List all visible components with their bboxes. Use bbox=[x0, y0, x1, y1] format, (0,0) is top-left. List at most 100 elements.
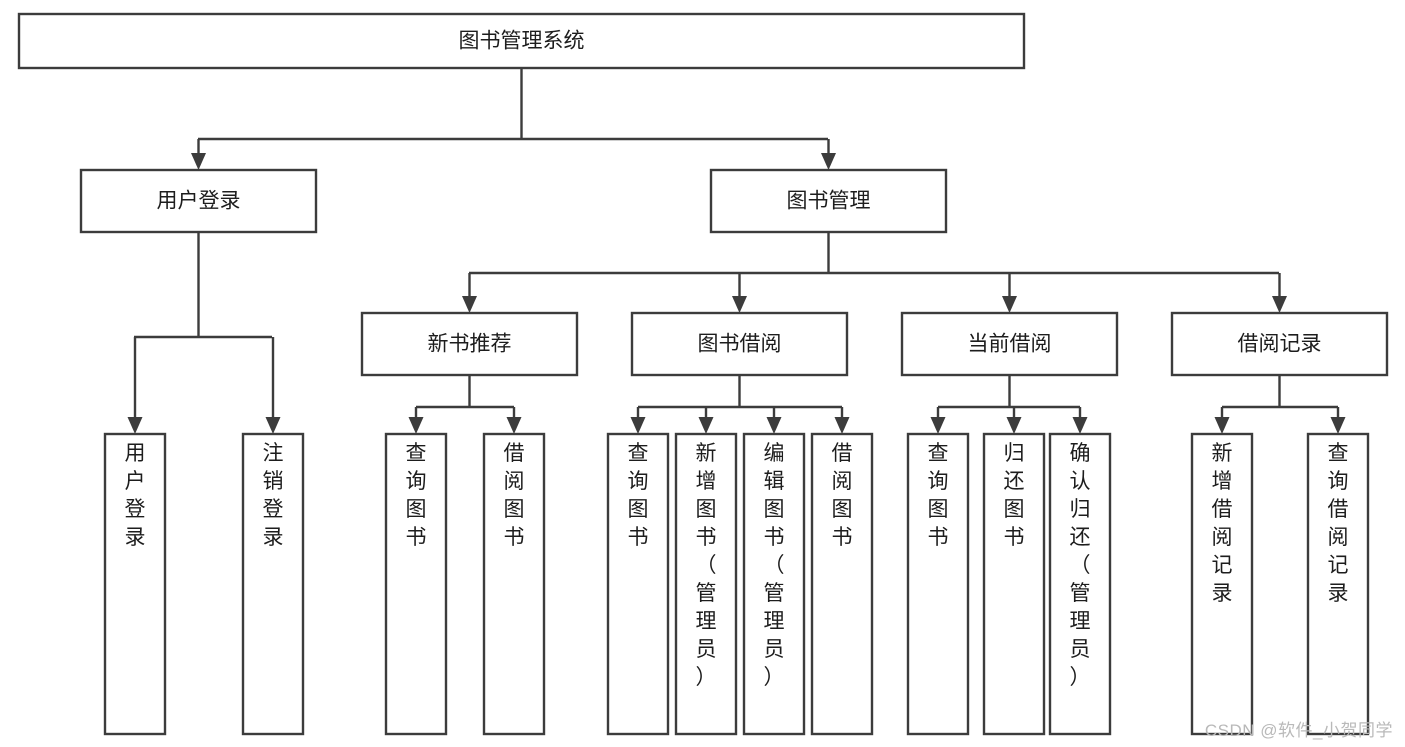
node-label-leaf-add-borrow-record: 借 bbox=[1212, 498, 1233, 521]
arrow-head-icon-leaf-return-book bbox=[1006, 417, 1022, 434]
node-label-leaf-confirm-return-admin: 员 bbox=[1070, 638, 1091, 661]
node-box-current-borrow[interactable] bbox=[900, 311, 1119, 377]
node-label-leaf-edit-book-admin: 编 bbox=[764, 442, 785, 465]
node-label-current-borrow: 当前借阅 bbox=[968, 333, 1052, 356]
node-label-leaf-query-borrow-record: 阅 bbox=[1328, 526, 1349, 549]
node-box-new-book-recommend[interactable] bbox=[360, 311, 579, 377]
node-label-new-book-recommend: 新书推荐 bbox=[428, 333, 512, 356]
node-label-leaf-return-book: 还 bbox=[1004, 470, 1025, 493]
node-label-leaf-user-logout: 录 bbox=[263, 526, 284, 549]
arrow-head-icon-leaf-add-borrow-record bbox=[1214, 417, 1230, 434]
connector-layer bbox=[127, 68, 1346, 434]
node-label-leaf-add-borrow-record: 增 bbox=[1212, 470, 1233, 493]
node-label-leaf-add-book-admin: 新 bbox=[696, 442, 717, 465]
node-box-leaf-query-borrow-record[interactable] bbox=[1306, 432, 1370, 736]
arrow-head-icon-leaf-user-login bbox=[127, 417, 143, 434]
node-label-leaf-return-book: 归 bbox=[1004, 442, 1025, 465]
node-box-leaf-user-logout[interactable] bbox=[241, 432, 305, 736]
node-label-leaf-borrow-book-rec: 借 bbox=[504, 442, 525, 465]
arrow-head-icon-book-borrow bbox=[732, 296, 747, 313]
arrow-head-icon-leaf-query-book-borrow bbox=[630, 417, 646, 434]
node-box-leaf-borrow-book[interactable] bbox=[810, 432, 874, 736]
node-box-borrow-record[interactable] bbox=[1170, 311, 1389, 377]
arrow-head-icon-borrow-record bbox=[1272, 296, 1287, 313]
node-label-leaf-borrow-book: 借 bbox=[832, 442, 853, 465]
node-label-leaf-add-book-admin: 理 bbox=[696, 610, 717, 633]
node-box-user-login[interactable] bbox=[79, 168, 318, 234]
arrow-head-icon-leaf-user-logout bbox=[265, 417, 281, 434]
node-label-leaf-confirm-return-admin: （ bbox=[1070, 554, 1091, 577]
node-label-leaf-edit-book-admin: 管 bbox=[764, 582, 785, 605]
node-label-leaf-add-book-admin: （ bbox=[696, 554, 717, 577]
node-label-leaf-add-borrow-record: 阅 bbox=[1212, 526, 1233, 549]
node-box-leaf-query-book-cur[interactable] bbox=[906, 432, 970, 736]
arrow-head-icon-leaf-borrow-book-rec bbox=[506, 417, 522, 434]
node-label-leaf-user-login: 录 bbox=[125, 526, 146, 549]
node-label-leaf-query-borrow-record: 录 bbox=[1328, 582, 1349, 605]
node-label-leaf-edit-book-admin: 图 bbox=[764, 498, 785, 521]
node-label-leaf-query-book-rec: 书 bbox=[406, 526, 427, 549]
node-box-root[interactable] bbox=[17, 12, 1026, 70]
node-box-leaf-query-book-borrow[interactable] bbox=[606, 432, 670, 736]
node-box-leaf-edit-book-admin[interactable] bbox=[742, 432, 806, 736]
node-label-leaf-query-book-cur: 图 bbox=[928, 498, 949, 521]
node-label-leaf-edit-book-admin: （ bbox=[764, 554, 785, 577]
node-label-leaf-borrow-book: 书 bbox=[832, 526, 853, 549]
node-label-leaf-borrow-book-rec: 图 bbox=[504, 498, 525, 521]
node-label-leaf-add-book-admin: 书 bbox=[696, 526, 717, 549]
node-box-leaf-add-borrow-record[interactable] bbox=[1190, 432, 1254, 736]
node-box-leaf-user-login[interactable] bbox=[103, 432, 167, 736]
node-label-leaf-query-borrow-record: 询 bbox=[1328, 470, 1349, 493]
node-label-leaf-user-login: 户 bbox=[125, 470, 146, 493]
node-current-borrow[interactable]: 当前借阅 bbox=[900, 311, 1119, 377]
node-label-leaf-query-book-cur: 询 bbox=[928, 470, 949, 493]
node-label-leaf-confirm-return-admin: 认 bbox=[1070, 470, 1091, 493]
node-label-leaf-query-book-borrow: 查 bbox=[628, 442, 649, 465]
node-box-leaf-return-book[interactable] bbox=[982, 432, 1046, 736]
node-label-leaf-user-logout: 销 bbox=[263, 470, 284, 493]
node-book-borrow[interactable]: 图书借阅 bbox=[630, 311, 849, 377]
node-new-book-recommend[interactable]: 新书推荐 bbox=[360, 311, 579, 377]
node-label-leaf-edit-book-admin: ） bbox=[764, 666, 785, 689]
node-label-root: 图书管理系统 bbox=[459, 30, 585, 53]
node-label-leaf-confirm-return-admin: 归 bbox=[1070, 498, 1091, 521]
node-label-leaf-user-logout: 注 bbox=[263, 442, 284, 465]
node-label-leaf-return-book: 书 bbox=[1004, 526, 1025, 549]
node-box-book-borrow[interactable] bbox=[630, 311, 849, 377]
node-label-leaf-confirm-return-admin: 管 bbox=[1070, 582, 1091, 605]
arrow-head-icon-leaf-query-book-rec bbox=[408, 417, 424, 434]
node-box-leaf-borrow-book-rec[interactable] bbox=[482, 432, 546, 736]
node-box-leaf-confirm-return-admin[interactable] bbox=[1048, 432, 1112, 736]
node-layer: 图书管理系统用户登录图书管理新书推荐图书借阅当前借阅借阅记录用户登录注销登录查询… bbox=[17, 12, 1389, 736]
node-label-leaf-edit-book-admin: 理 bbox=[764, 610, 785, 633]
node-user-login[interactable]: 用户登录 bbox=[79, 168, 318, 234]
arrow-head-icon-leaf-query-book-cur bbox=[930, 417, 946, 434]
node-box-book-manage[interactable] bbox=[709, 168, 948, 234]
node-label-book-manage: 图书管理 bbox=[787, 190, 871, 213]
node-leaf-user-login[interactable]: 用户登录 bbox=[103, 432, 167, 736]
node-box-leaf-add-book-admin[interactable] bbox=[674, 432, 738, 736]
node-box-leaf-query-book-rec[interactable] bbox=[384, 432, 448, 736]
node-borrow-record[interactable]: 借阅记录 bbox=[1170, 311, 1389, 377]
node-root[interactable]: 图书管理系统 bbox=[17, 12, 1026, 70]
node-label-leaf-borrow-book: 图 bbox=[832, 498, 853, 521]
node-label-leaf-add-book-admin: ） bbox=[696, 666, 717, 689]
node-book-manage[interactable]: 图书管理 bbox=[709, 168, 948, 234]
arrow-head-icon-leaf-confirm-return-admin bbox=[1072, 417, 1088, 434]
node-label-leaf-confirm-return-admin: ） bbox=[1070, 666, 1091, 689]
node-label-leaf-edit-book-admin: 书 bbox=[764, 526, 785, 549]
node-label-leaf-add-book-admin: 管 bbox=[696, 582, 717, 605]
